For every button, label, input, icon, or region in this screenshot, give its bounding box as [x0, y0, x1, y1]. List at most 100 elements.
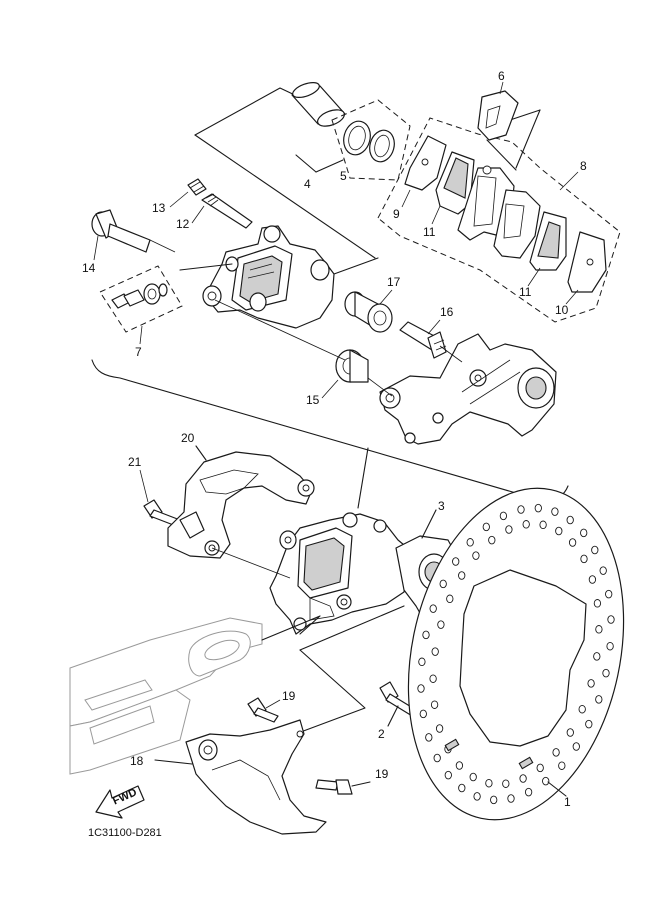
callout-8: 8 — [580, 159, 587, 173]
disc-vent-hole — [522, 520, 530, 529]
leader-6-c — [515, 109, 541, 169]
leader-18 — [154, 759, 193, 765]
disc-vent-hole — [430, 700, 439, 709]
leader-19-lower — [351, 781, 371, 787]
disc-vent-hole — [472, 551, 480, 560]
disc-vent-holes — [417, 503, 615, 805]
disc-vent-hole — [433, 753, 441, 763]
disc-vent-hole — [419, 709, 427, 719]
callout-15: 15 — [306, 393, 320, 407]
disc-vent-hole — [425, 733, 433, 742]
disc-vent-hole — [607, 615, 615, 624]
disc-vent-hole — [466, 538, 474, 547]
axis-line-4 — [211, 547, 291, 579]
leader-20-bracket — [195, 445, 207, 461]
leader-6 — [499, 81, 504, 95]
mount-line-a — [261, 615, 321, 641]
disc-vent-hole — [485, 778, 493, 788]
disc-vent-hole — [585, 719, 593, 729]
disc-vent-hole — [588, 575, 597, 584]
disc-vent-hole — [605, 589, 613, 599]
piston-part — [291, 82, 346, 127]
pad-retainer-part — [493, 189, 541, 259]
callout-19-upper: 19 — [282, 689, 296, 703]
disc-guard-part — [185, 719, 327, 835]
callout-5: 5 — [340, 169, 347, 183]
dust-boot-part — [335, 349, 369, 383]
leader-2 — [387, 705, 399, 727]
disc-vent-hole — [435, 724, 444, 733]
seal-rings-part — [343, 120, 395, 163]
disc-vent-hole — [444, 770, 452, 780]
disc-vent-hole — [452, 557, 460, 566]
brake-pad-left-part — [435, 151, 475, 215]
fwd-arrow-icon — [95, 785, 145, 819]
leader-9 — [401, 189, 411, 208]
disc-vent-hole — [482, 522, 490, 532]
axis-line-1 — [214, 299, 346, 361]
leader-13 — [169, 191, 189, 208]
disc-vent-hole — [602, 668, 610, 678]
disc-vent-hole — [551, 507, 559, 516]
disc-vent-hole — [599, 566, 607, 575]
leader-4a — [194, 134, 376, 259]
disc-vent-hole — [566, 515, 574, 525]
leader-caliper-pins — [179, 263, 233, 271]
callout-11-right: 11 — [519, 285, 532, 299]
callout-9: 9 — [393, 207, 400, 221]
disc-vent-hole — [429, 674, 437, 683]
caliper-mount-bracket-part — [167, 451, 315, 559]
disc-vent-hole — [595, 695, 603, 704]
disc-vent-hole — [524, 787, 533, 797]
swingarm-outline — [69, 617, 263, 775]
leader-4c — [315, 159, 344, 173]
disc-vent-hole — [593, 652, 601, 661]
callout-21: 21 — [128, 455, 142, 469]
disc-vent-hole — [593, 599, 602, 608]
leader-16 — [427, 319, 441, 335]
bleed-kit-box — [99, 265, 183, 333]
disc-vent-hole — [572, 742, 580, 751]
disc-vent-hole — [458, 783, 466, 793]
disc-vent-hole — [552, 748, 560, 757]
leader-6-b — [509, 109, 541, 121]
disc-vent-hole — [578, 704, 586, 714]
callout-12: 12 — [176, 217, 190, 231]
callout-4: 4 — [304, 177, 311, 191]
callout-6: 6 — [498, 69, 505, 83]
callout-11-left: 11 — [423, 225, 436, 239]
disc-vent-hole — [519, 774, 527, 783]
leader-10 — [565, 289, 579, 305]
disc-vent-hole — [490, 795, 498, 805]
shim-left-part — [404, 135, 447, 191]
disc-vent-hole — [558, 761, 566, 770]
leader-8 — [559, 171, 579, 191]
group-bracket-stem — [357, 447, 369, 509]
disc-vent-hole — [439, 579, 447, 589]
callout-17: 17 — [387, 275, 401, 289]
caliper-assembly-lower-part — [269, 512, 411, 635]
leader-caliper-box — [333, 257, 379, 275]
brake-pad-right-part — [529, 211, 567, 271]
callout-2: 2 — [378, 727, 385, 741]
disc-vent-hole — [455, 761, 464, 770]
bleed-screw-cap-part — [187, 178, 207, 196]
mount-line-b — [299, 605, 405, 651]
disc-vent-hole — [580, 528, 588, 538]
leader-11a — [431, 205, 441, 225]
disc-vent-hole — [539, 520, 547, 530]
bushing-part — [344, 291, 393, 333]
pad-pin-part — [201, 193, 253, 229]
disc-vent-hole — [469, 772, 477, 782]
callout-1: 1 — [564, 795, 571, 809]
disc-vent-hole — [422, 630, 430, 640]
caliper-bracket-upper-part — [379, 333, 557, 445]
leader-15 — [321, 379, 339, 399]
callout-13: 13 — [152, 201, 166, 215]
leader-7 — [139, 325, 143, 345]
axis-line-2 — [367, 377, 393, 397]
disc-vent-hole — [534, 503, 542, 513]
callout-3: 3 — [438, 499, 445, 513]
bolt-19-upper-part — [247, 697, 279, 723]
